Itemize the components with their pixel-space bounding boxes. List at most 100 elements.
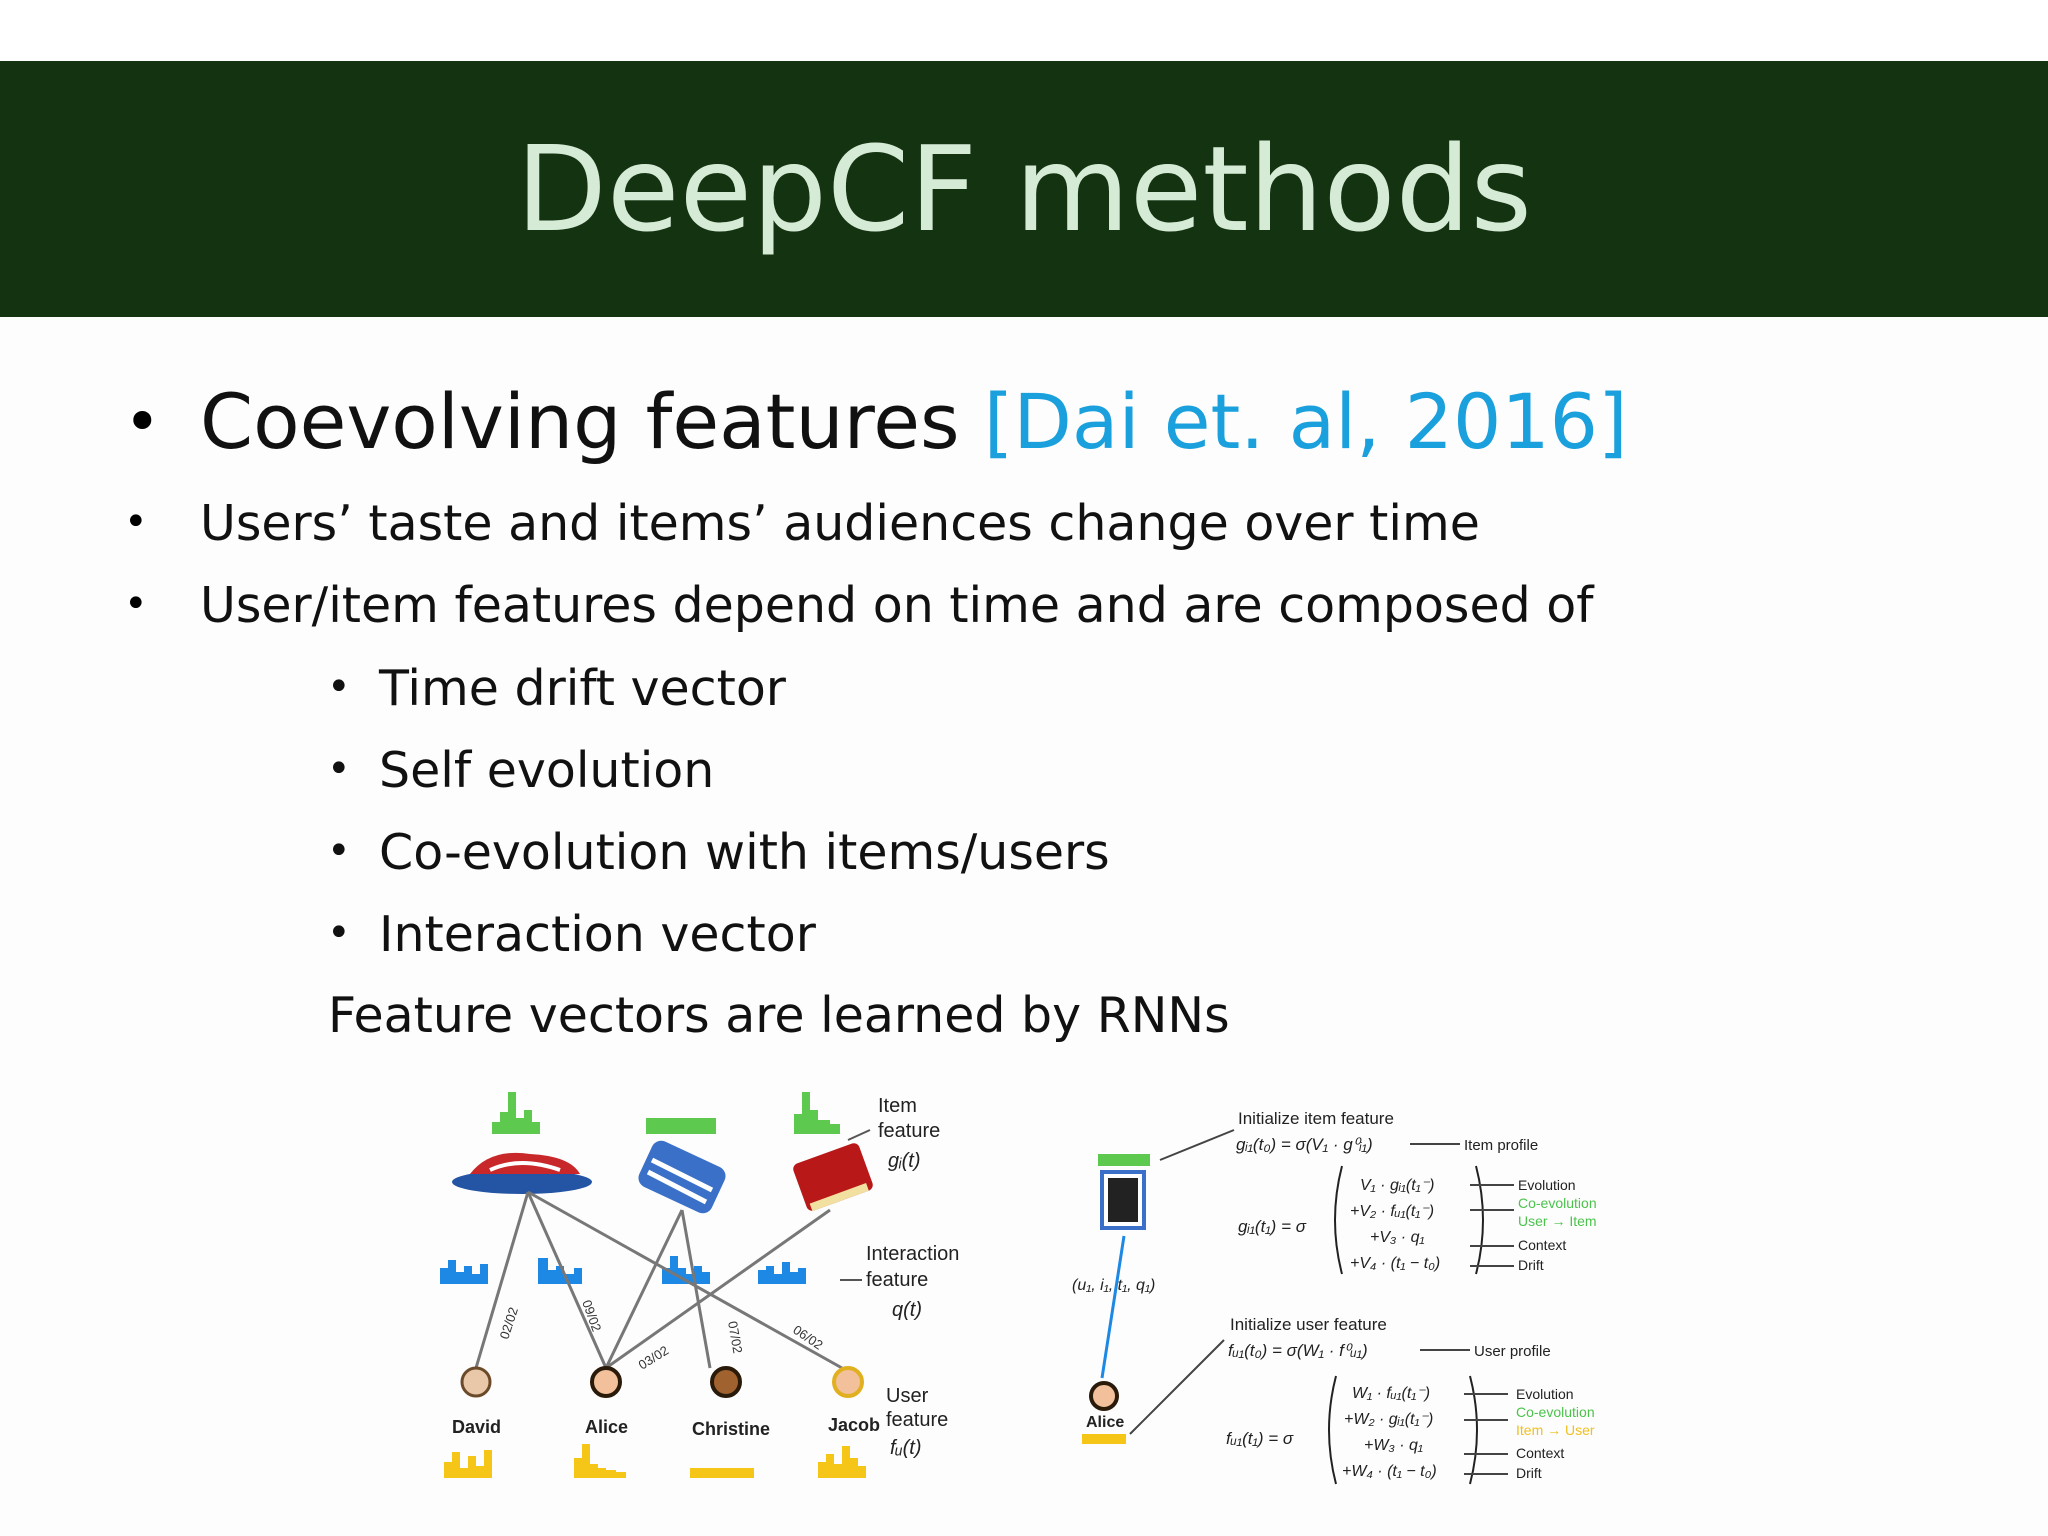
user-term-pointers xyxy=(1464,1393,1508,1475)
edge-date: 07/02 xyxy=(725,1320,745,1355)
avatar-jacob xyxy=(832,1366,864,1398)
item-feature-label-1: Item xyxy=(878,1095,917,1117)
user-name-alice: Alice xyxy=(585,1417,628,1437)
user-names: David Alice Christine Jacob xyxy=(452,1415,880,1439)
sub-bullet-time-drift: Time drift vector xyxy=(379,660,786,717)
slide-header: DeepCF methods xyxy=(0,61,2048,317)
user-name-david: David xyxy=(452,1417,501,1437)
interaction-feature-histogram xyxy=(440,1256,806,1284)
bullet-marker: • xyxy=(124,385,161,458)
user-init-pointer xyxy=(1129,1339,1225,1435)
item-term: +V₂ · fᵤ₁(t₁⁻) xyxy=(1350,1203,1434,1220)
left-diagram: Item feature gᵢ(t) Interaction feature q… xyxy=(440,1092,959,1478)
term-label: Context xyxy=(1516,1445,1564,1461)
avatar-christine xyxy=(710,1366,742,1398)
item-update-lhs: gᵢ₁(t₁) = σ xyxy=(1238,1217,1307,1236)
item-paren-right xyxy=(1475,1165,1484,1275)
avatar-alice xyxy=(590,1366,622,1398)
item-paren-left xyxy=(1334,1165,1343,1275)
bullet-marker: • xyxy=(124,581,148,627)
term-label: User → Item xyxy=(1518,1213,1597,1229)
item-update-terms: V₁ · gᵢ₁(t₁⁻) +V₂ · fᵤ₁(t₁⁻) +V₃ · q₁ +V… xyxy=(1350,1177,1440,1272)
item-term: +V₄ · (t₁ − t₀) xyxy=(1350,1255,1440,1272)
user-term: W₁ · fᵤ₁(t₁⁻) xyxy=(1352,1385,1430,1402)
sub-bullet-self-evolution: Self evolution xyxy=(379,742,715,799)
user-paren-right xyxy=(1469,1375,1478,1485)
item-term-pointers xyxy=(1470,1184,1514,1267)
right-item-histogram xyxy=(1098,1154,1150,1166)
user-term-labels: Evolution Co-evolution Item → User Conte… xyxy=(1516,1386,1595,1481)
interaction-label-1: Interaction xyxy=(866,1243,959,1265)
item-term: +V₃ · q₁ xyxy=(1370,1229,1425,1246)
user-profile-label: User profile xyxy=(1474,1343,1551,1360)
user-feature-label-1: User xyxy=(886,1385,929,1407)
coevolution-figure: Item feature gᵢ(t) Interaction feature q… xyxy=(430,1070,1630,1510)
book-item-icon xyxy=(793,1143,873,1212)
edge-date-labels: 02/02 09/02 03/02 07/02 06/02 xyxy=(497,1298,826,1373)
event-tuple: (u₁, i₁, t₁, q₁) xyxy=(1072,1277,1155,1294)
term-label: Co-evolution xyxy=(1518,1195,1597,1211)
init-item-label: Initialize item feature xyxy=(1238,1109,1394,1128)
sub-bullet-marker: • xyxy=(327,828,351,874)
user-term: +W₂ · gᵢ₁(t₁⁻) xyxy=(1344,1411,1433,1428)
user-feature-formula: fᵤ(t) xyxy=(890,1437,922,1459)
slide-body: • Coevolving features [Dai et. al, 2016]… xyxy=(0,317,2048,1536)
interaction-formula: q(t) xyxy=(892,1299,922,1321)
right-user-name: Alice xyxy=(1086,1414,1124,1431)
right-diagram: Initialize item feature gᵢ₁(t₀) = σ(V₁ ·… xyxy=(1072,1109,1597,1485)
sub-bullet-coevolution: Co-evolution with items/users xyxy=(379,824,1110,881)
avatar-david xyxy=(460,1366,492,1398)
term-label: Drift xyxy=(1518,1257,1544,1273)
item-feature-pointer xyxy=(847,1129,871,1141)
init-user-label: Initialize user feature xyxy=(1230,1315,1387,1334)
term-label: Drift xyxy=(1516,1465,1542,1481)
item-term-labels: Evolution Co-evolution User → Item Conte… xyxy=(1518,1177,1597,1273)
init-user-formula: fᵤ₁(t₀) = σ(W₁ · f⁰ᵤ₁) xyxy=(1228,1341,1368,1360)
user-update-terms: W₁ · fᵤ₁(t₁⁻) +W₂ · gᵢ₁(t₁⁻) +W₃ · q₁ +W… xyxy=(1342,1385,1437,1480)
shoe-item-icon xyxy=(452,1152,592,1194)
item-profile-label: Item profile xyxy=(1464,1137,1538,1154)
init-item-formula: gᵢ₁(t₀) = σ(V₁ · g⁰ᵢ₁) xyxy=(1236,1135,1373,1154)
item-feature-formula: gᵢ(t) xyxy=(888,1150,921,1172)
sub-bullet-marker: • xyxy=(327,664,351,710)
slide-title: DeepCF methods xyxy=(516,120,1532,258)
sub-bullet-marker: • xyxy=(327,746,351,792)
interaction-label-2: feature xyxy=(866,1269,928,1291)
item-term: V₁ · gᵢ₁(t₁⁻) xyxy=(1360,1177,1434,1194)
user-paren-left xyxy=(1328,1375,1337,1485)
user-name-jacob: Jacob xyxy=(828,1415,880,1435)
user-feature-label-2: feature xyxy=(886,1409,948,1431)
bullet-taste-change: Users’ taste and items’ audiences change… xyxy=(200,495,1480,552)
right-avatar-alice xyxy=(1089,1381,1119,1411)
user-feature-histogram xyxy=(444,1444,866,1478)
term-label: Evolution xyxy=(1516,1386,1574,1402)
sub-bullet-marker: • xyxy=(327,910,351,956)
user-update-lhs: fᵤ₁(t₁) = σ xyxy=(1226,1429,1294,1448)
citation: [Dai et. al, 2016] xyxy=(983,377,1628,466)
bullet-marker: • xyxy=(124,499,148,545)
edge-date: 03/02 xyxy=(636,1343,672,1373)
interaction-line xyxy=(1100,1235,1126,1379)
towel-item-icon xyxy=(638,1140,726,1214)
interaction-edges xyxy=(474,1190,843,1370)
bullet-coevolving-features: Coevolving features [Dai et. al, 2016] xyxy=(200,377,1628,466)
item-feature-histogram xyxy=(492,1092,840,1134)
closing-line: Feature vectors are learned by RNNs xyxy=(328,987,1230,1044)
user-term: +W₃ · q₁ xyxy=(1364,1437,1423,1454)
term-label: Context xyxy=(1518,1237,1566,1253)
user-avatars xyxy=(460,1366,864,1398)
edge-date: 02/02 xyxy=(497,1305,521,1341)
album-cover xyxy=(1108,1178,1138,1222)
term-label: Co-evolution xyxy=(1516,1404,1595,1420)
term-label: Item → User xyxy=(1516,1422,1595,1438)
item-init-pointer xyxy=(1159,1129,1235,1161)
figure-svg: Item feature gᵢ(t) Interaction feature q… xyxy=(440,1092,1597,1485)
sub-bullet-interaction-vector: Interaction vector xyxy=(379,906,816,963)
user-name-christine: Christine xyxy=(692,1419,770,1439)
user-term: +W₄ · (t₁ − t₀) xyxy=(1342,1463,1437,1480)
bullet-text: Coevolving features xyxy=(200,377,984,466)
bullet-feature-composition: User/item features depend on time and ar… xyxy=(200,577,1594,634)
item-feature-label-2: feature xyxy=(878,1120,940,1142)
term-label: Evolution xyxy=(1518,1177,1576,1193)
right-user-histogram xyxy=(1082,1434,1126,1444)
